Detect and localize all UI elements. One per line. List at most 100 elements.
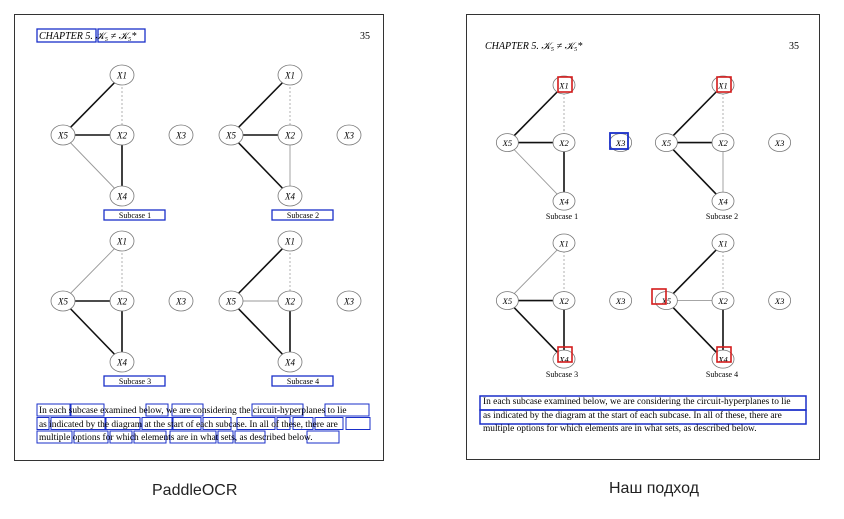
- left-subcase-2-label: Subcase 2: [286, 211, 320, 220]
- r-graph3-label-X4: X4: [558, 355, 569, 365]
- l-graph4-label-X3: X3: [343, 297, 354, 307]
- left-subcase-box-2: [271, 209, 334, 221]
- l-graph4-label-X1: X1: [284, 237, 295, 247]
- left-subcase-box-1: [103, 209, 166, 221]
- r-graph1-node-X2: [552, 133, 576, 152]
- left-word-box-3-4: [133, 430, 167, 444]
- left-word-box-3-6: [217, 430, 234, 444]
- r-graph2-label-X3: X3: [774, 138, 784, 148]
- r-graph1-label-X2: X2: [558, 138, 569, 148]
- left-subcase-1-label: Subcase 1: [118, 211, 152, 220]
- right-line-box-2: [479, 409, 807, 425]
- r-graph4-label-X1: X1: [717, 239, 727, 249]
- r-graph4-label-X2: X2: [717, 296, 728, 306]
- l-graph3-node-X4: [109, 351, 135, 373]
- l-graph3-node-X1: [109, 230, 135, 252]
- r-graph2-node-X2: [711, 133, 735, 152]
- left-subcase-3-label: Subcase 3: [118, 377, 152, 386]
- l-graph3-edge-X1-X5: [62, 240, 123, 302]
- left-word-box-2-2: [50, 417, 106, 430]
- l-graph1-label-X1: X1: [116, 71, 127, 81]
- r-graph3-edge-X5-X4: [506, 300, 565, 360]
- l-graph1-node-X1: [109, 64, 135, 86]
- left-subcase-box-3: [103, 375, 166, 387]
- right-subcase-4-label: Subcase 4: [705, 370, 739, 379]
- left-word-box-2-7: [236, 417, 276, 430]
- l-graph4-node-X3: [336, 290, 362, 312]
- right-subcase-3-label: Subcase 3: [545, 370, 579, 379]
- r-graph2-edge-X5-X4: [665, 142, 724, 202]
- l-graph1-label-X4: X4: [116, 192, 127, 202]
- r-graph3-node-X1: [552, 233, 576, 253]
- left-word-box-3-7: [234, 430, 266, 444]
- l-graph2-edge-X5-X4: [230, 134, 291, 197]
- left-word-box-3-3: [109, 430, 133, 444]
- r-graph2-label-X5: X5: [661, 138, 671, 148]
- left-word-box-3-1: [36, 430, 73, 444]
- right-node-box-1: [557, 76, 573, 93]
- right-subcase-1-label: Subcase 1: [545, 212, 579, 221]
- r-graph1-node-X4: [552, 191, 576, 211]
- left-word-box-2-11: [345, 417, 371, 430]
- left-caption: PaddleOCR: [152, 482, 238, 499]
- l-graph1-node-X4: [109, 185, 135, 207]
- r-graph4-edge-X1-X5: [665, 242, 724, 302]
- left-word-box-2-3: [105, 417, 141, 430]
- r-graph1-label-X4: X4: [558, 197, 569, 207]
- r-graph3-node-X5: [495, 291, 519, 311]
- l-graph3-node-X2: [109, 290, 135, 312]
- r-graph1-label-X1: X1: [558, 81, 568, 91]
- right-subcase-2-label: Subcase 2: [705, 212, 739, 221]
- l-graph4-node-X4: [277, 351, 303, 373]
- r-graph2-edge-X1-X5: [665, 84, 724, 144]
- l-graph3-label-X2: X2: [116, 297, 127, 307]
- right-paragraph: In each subcase examined below, we are c…: [483, 396, 791, 437]
- r-graph2-node-X4: [711, 191, 735, 211]
- left-paragraph-line-1: In each subcase examined below, we are c…: [39, 406, 347, 416]
- left-word-box-2-6: [202, 417, 232, 430]
- l-graph2-edge-X1-X5: [230, 74, 291, 136]
- left-word-box-3-2: [73, 430, 109, 444]
- r-graph1-edge-X1-X5: [506, 84, 565, 144]
- l-graph1-node-X3: [168, 124, 194, 146]
- l-graph4-node-X1: [277, 230, 303, 252]
- l-graph3-node-X3: [168, 290, 194, 312]
- l-graph4-label-X2: X2: [284, 297, 295, 307]
- l-graph2-node-X5: [218, 124, 244, 146]
- left-page-number: 35: [360, 31, 370, 42]
- left-word-box-1-4: [171, 403, 204, 417]
- left-word-box-1-3: [145, 403, 169, 417]
- r-graph3-node-X3: [609, 291, 633, 311]
- left-word-box-1-5: [251, 403, 304, 417]
- l-graph2-node-X3: [336, 124, 362, 146]
- r-graph3-label-X1: X1: [558, 239, 568, 249]
- left-subcase-4-label: Subcase 4: [286, 377, 320, 386]
- right-chapter-header: CHAPTER 5. 𝒦₅ ≠ 𝒦₅*: [485, 41, 583, 52]
- left-header-box-2: [97, 28, 146, 43]
- left-word-box-2-1: [36, 417, 50, 430]
- left-paragraph: In each subcase examined below, we are c…: [39, 405, 347, 446]
- r-graph4-node-X3: [768, 291, 792, 311]
- left-paragraph-line-2: as indicated by the diagram at the start…: [39, 419, 338, 430]
- r-graph4-label-X4: X4: [717, 355, 728, 365]
- l-graph1-label-X2: X2: [116, 131, 127, 141]
- l-graph3-node-X5: [50, 290, 76, 312]
- l-graph2-node-X1: [277, 64, 303, 86]
- right-node-box-3: [557, 346, 573, 363]
- r-graph3-label-X5: X5: [502, 296, 512, 306]
- left-word-box-2-9: [292, 417, 314, 430]
- r-graph4-edge-X5-X4: [665, 300, 724, 360]
- l-graph2-label-X4: X4: [284, 192, 295, 202]
- l-graph2-node-X4: [277, 185, 303, 207]
- right-node-box-5: [716, 346, 732, 363]
- right-node-box-4: [651, 288, 667, 305]
- l-graph4-node-X2: [277, 290, 303, 312]
- l-graph3-label-X3: X3: [175, 297, 186, 307]
- l-graph4-edge-X5-X4: [230, 300, 291, 363]
- r-graph2-label-X1: X1: [717, 81, 727, 91]
- l-graph3-label-X1: X1: [116, 237, 127, 247]
- l-graph4-label-X5: X5: [225, 297, 236, 307]
